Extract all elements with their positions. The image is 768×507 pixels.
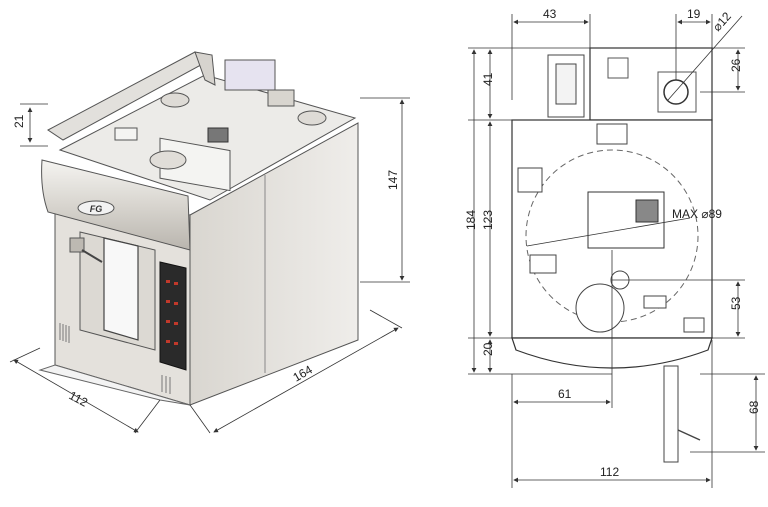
dim-width: 112 (67, 388, 91, 409)
isometric-view: FG (9, 51, 410, 434)
dim-total-width: 112 (600, 465, 619, 479)
dim-height: 147 (386, 170, 400, 190)
plan-handle-bar (663, 365, 679, 463)
plan-dimension-lines (468, 14, 765, 488)
door-handle-bar (81, 249, 103, 263)
top-junction-box (224, 59, 276, 91)
plan-fan-disc (575, 283, 625, 333)
plan-top-bracket (596, 123, 628, 145)
dim-top-offset: 21 (12, 114, 26, 128)
front-vents (59, 323, 171, 394)
oven-front-hood (41, 159, 191, 251)
plan-right-panel (643, 295, 667, 309)
hood-logo (77, 200, 115, 216)
dim-door-depth: 20 (481, 342, 495, 356)
plan-handle-lever (677, 429, 701, 441)
control-panel (159, 261, 187, 371)
dim-rotation-diameter: MAX ⌀89 (672, 207, 722, 221)
plan-view: 43 19 ⌀12 26 41 184 123 MAX ⌀89 20 53 61… (464, 7, 765, 488)
plan-left-plate (517, 167, 543, 193)
door-handle (69, 237, 85, 253)
control-panel-buttons (166, 280, 178, 345)
dim-front-offset: 53 (729, 296, 743, 310)
dim-top-width: 43 (543, 7, 557, 21)
plan-junction-inner (555, 63, 577, 105)
dim-vent-diameter: ⌀12 (710, 9, 734, 34)
hood-logo-text: FG (90, 204, 103, 214)
top-grille (207, 127, 229, 143)
dim-handle-length: 68 (747, 400, 761, 414)
dim-depth: 164 (291, 362, 316, 384)
plan-corner-box (683, 317, 705, 333)
plan-vent-square (607, 57, 629, 79)
top-plate (267, 89, 295, 107)
dim-body-depth: 123 (481, 210, 495, 230)
oven-side-rim (194, 51, 216, 86)
dim-vent-height: 26 (729, 58, 743, 72)
plan-left-panel (529, 254, 557, 274)
dim-vent-offset: 19 (687, 7, 701, 21)
top-port-right (297, 110, 327, 126)
top-fan (149, 150, 187, 170)
iso-dimension-lines (9, 97, 410, 434)
plan-vent-circle (663, 79, 689, 105)
top-switch (114, 127, 138, 141)
dim-center-offset: 61 (558, 387, 572, 401)
oven-door-window (103, 237, 139, 341)
dim-total-depth: 184 (464, 210, 478, 230)
top-port-left (160, 92, 190, 108)
dim-hood-depth: 41 (481, 72, 495, 86)
plan-fan-grille (635, 199, 659, 223)
